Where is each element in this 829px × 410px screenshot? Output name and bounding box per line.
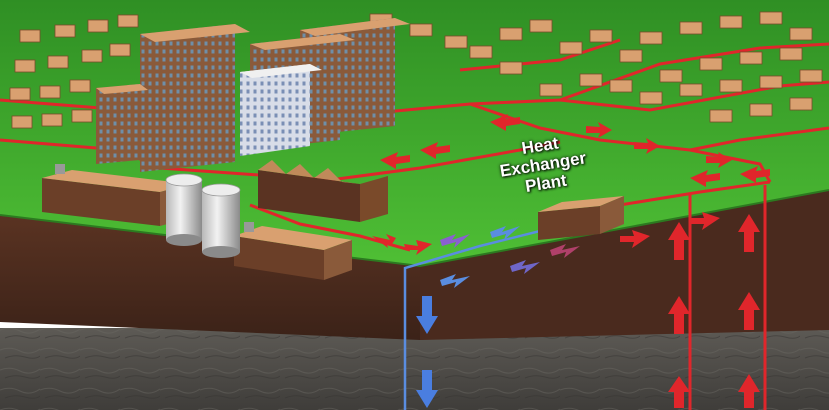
houses (9, 11, 823, 129)
cold-water-pipe (403, 224, 561, 410)
hot-flow-arrows (372, 114, 770, 255)
apartment-blocks (96, 18, 410, 172)
underground-flow-arrows (416, 214, 760, 408)
storage-tanks (165, 173, 241, 258)
heat-exchanger-plant (538, 196, 624, 240)
cooling-flow-arrows (440, 226, 580, 288)
soil-front-face (0, 215, 420, 340)
soil-side-face (420, 190, 829, 340)
